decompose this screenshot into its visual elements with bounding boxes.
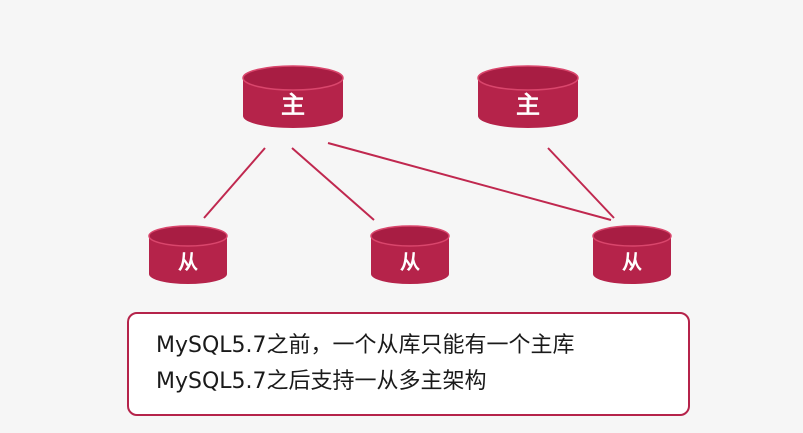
master-label: 主: [516, 91, 540, 119]
master-node-2: 主: [477, 65, 579, 128]
slave-label: 从: [622, 250, 642, 274]
master-cylinder-body: [478, 78, 578, 128]
master-cylinder-body: [243, 78, 343, 128]
caption-line-after-5-7: MySQL5.7之后支持一从多主架构: [156, 369, 487, 394]
master-node-1: 主: [242, 65, 344, 128]
slave-cylinder-top: [148, 225, 228, 247]
slave-cylinder-body: [371, 236, 449, 284]
slave-cylinder-top: [592, 225, 672, 247]
slave-cylinder-top: [370, 225, 450, 247]
caption-box: MySQL5.7之前，一个从库只能有一个主库 MySQL5.7之后支持一从多主架…: [127, 312, 690, 416]
slave-node-1: 从: [148, 225, 228, 284]
link-master1-slave3: [327, 142, 612, 221]
link-master1-slave2: [291, 147, 375, 221]
slave-label: 从: [400, 250, 420, 274]
link-master1-slave1: [203, 147, 266, 219]
master-cylinder-top: [477, 65, 579, 91]
link-master2-slave3: [547, 147, 615, 219]
caption-line-before-5-7: MySQL5.7之前，一个从库只能有一个主库: [156, 333, 575, 358]
slave-node-3: 从: [592, 225, 672, 284]
database-nodes: 主 主从 从 从: [148, 65, 672, 284]
connection-lines: [203, 142, 615, 221]
master-label: 主: [281, 91, 305, 119]
slave-cylinder-body: [593, 236, 671, 284]
master-cylinder-top: [242, 65, 344, 91]
slave-label: 从: [178, 250, 198, 274]
slave-node-2: 从: [370, 225, 450, 284]
slave-cylinder-body: [149, 236, 227, 284]
